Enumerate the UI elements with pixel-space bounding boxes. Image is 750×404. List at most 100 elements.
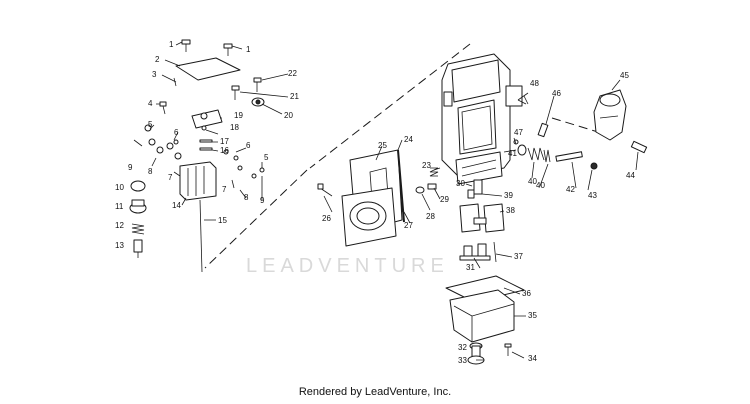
callout-25: 25 (378, 141, 387, 150)
callout-15: 15 (218, 216, 227, 225)
part-adapter-flange (341, 187, 397, 247)
part-15-needle (199, 199, 203, 273)
callout-32: 32 (458, 343, 467, 352)
callout-39: 39 (504, 191, 513, 200)
part-24-gasket-edge (397, 149, 405, 223)
part-20-nut (251, 97, 265, 107)
part-10-cap (130, 180, 146, 192)
part-22-screw (253, 77, 262, 92)
part-46-pilot-screw (537, 122, 549, 138)
part-31-float-pin (459, 243, 491, 261)
callout-34: 34 (528, 354, 537, 363)
part-2-plate (175, 57, 241, 81)
callout-21: 21 (290, 92, 299, 101)
callout-9b: 9 (260, 196, 265, 205)
part-11-nut (129, 199, 147, 214)
callout-13: 13 (115, 241, 124, 250)
part-42-shaft (555, 151, 583, 162)
callout-11: 11 (115, 202, 124, 211)
callout-33: 33 (458, 356, 467, 365)
part-40-spring-a (527, 147, 545, 161)
callout-26: 26 (322, 214, 331, 223)
callout-19: 19 (234, 111, 243, 120)
callout-31: 31 (466, 263, 475, 272)
callout-1a: 1 (169, 40, 174, 49)
callout-35: 35 (528, 311, 537, 320)
callout-30: 30 (456, 179, 465, 188)
callout-10: 10 (115, 183, 124, 192)
part-37-bracket-line (493, 241, 497, 263)
callout-36: 36 (522, 289, 531, 298)
assembly-guide-left (204, 169, 308, 269)
callout-4: 4 (148, 99, 153, 108)
callout-numbers: 1 1 2 3 4 5 5 6 6 7 7 8 8 9 9 10 11 12 1… (115, 40, 635, 365)
callout-47: 47 (514, 128, 523, 137)
part-3-clip (173, 77, 177, 87)
callout-27: 27 (404, 221, 413, 230)
callout-20: 20 (284, 111, 293, 120)
callout-44: 44 (626, 171, 635, 180)
callout-37: 37 (514, 252, 523, 261)
part-26-screw (317, 183, 333, 197)
callout-40b: 40 (536, 181, 545, 190)
watermark: LEADVENTURE (246, 255, 449, 277)
part-4-screw (159, 101, 167, 115)
callout-5b: 5 (264, 153, 269, 162)
callout-5a: 5 (148, 120, 153, 129)
part-14-reed-block (179, 161, 217, 201)
callout-43: 43 (588, 191, 597, 200)
part-30-jet (473, 179, 483, 195)
part-38-float (459, 203, 505, 233)
callout-7b: 7 (222, 185, 227, 194)
footer-credit: Rendered by LeadVenture, Inc. (298, 386, 452, 398)
callout-6a: 6 (174, 128, 179, 137)
part-41-washer (517, 144, 527, 156)
callout-42: 42 (566, 185, 575, 194)
callout-14: 14 (172, 201, 181, 210)
callout-3: 3 (152, 70, 157, 79)
callout-29: 29 (440, 195, 449, 204)
callout-41: 41 (508, 149, 517, 158)
callout-6b: 6 (246, 141, 251, 150)
assembly-guide-right (309, 43, 471, 169)
part-45-throttle-lever (593, 89, 627, 141)
part-bolts-right (223, 149, 265, 179)
part-screw-1b (223, 43, 233, 56)
part-44-screw (630, 140, 648, 154)
callout-22: 22 (288, 69, 297, 78)
part-34-screw (504, 343, 512, 356)
part-7-bolt-left (144, 124, 182, 160)
callout-9a: 9 (128, 163, 133, 172)
part-35-float-bowl (449, 289, 515, 343)
part-29-screw (427, 183, 437, 190)
part-23-screw (429, 167, 439, 177)
part-21-screw (231, 85, 240, 100)
part-13-screw (133, 239, 143, 258)
callout-40a: 40 (528, 177, 537, 186)
callout-45: 45 (620, 71, 629, 80)
callout-8a: 8 (148, 167, 153, 176)
part-19-bracket (191, 109, 223, 129)
callout-46: 46 (552, 89, 561, 98)
part-40-spring-b (543, 149, 551, 163)
callout-23: 23 (422, 161, 431, 170)
part-48-idle-screw (517, 95, 529, 105)
part-17-pin (199, 139, 213, 143)
part-12-spring (131, 223, 145, 235)
callout-38: 38 (506, 206, 515, 215)
callout-28: 28 (426, 212, 435, 221)
part-43-clip (590, 162, 598, 170)
callout-12: 12 (115, 221, 124, 230)
callout-8b: 8 (244, 193, 249, 202)
part-screw-1a (181, 39, 191, 52)
callout-1b: 1 (246, 45, 251, 54)
part-39-needle-jet (467, 189, 475, 199)
leader-lines (133, 41, 639, 361)
callout-48: 48 (530, 79, 539, 88)
callout-16: 16 (220, 146, 229, 155)
callout-7a: 7 (168, 173, 173, 182)
part-16-pin (199, 147, 213, 151)
part-28-washer (415, 186, 425, 194)
assembly-guide-pivot (551, 117, 599, 133)
